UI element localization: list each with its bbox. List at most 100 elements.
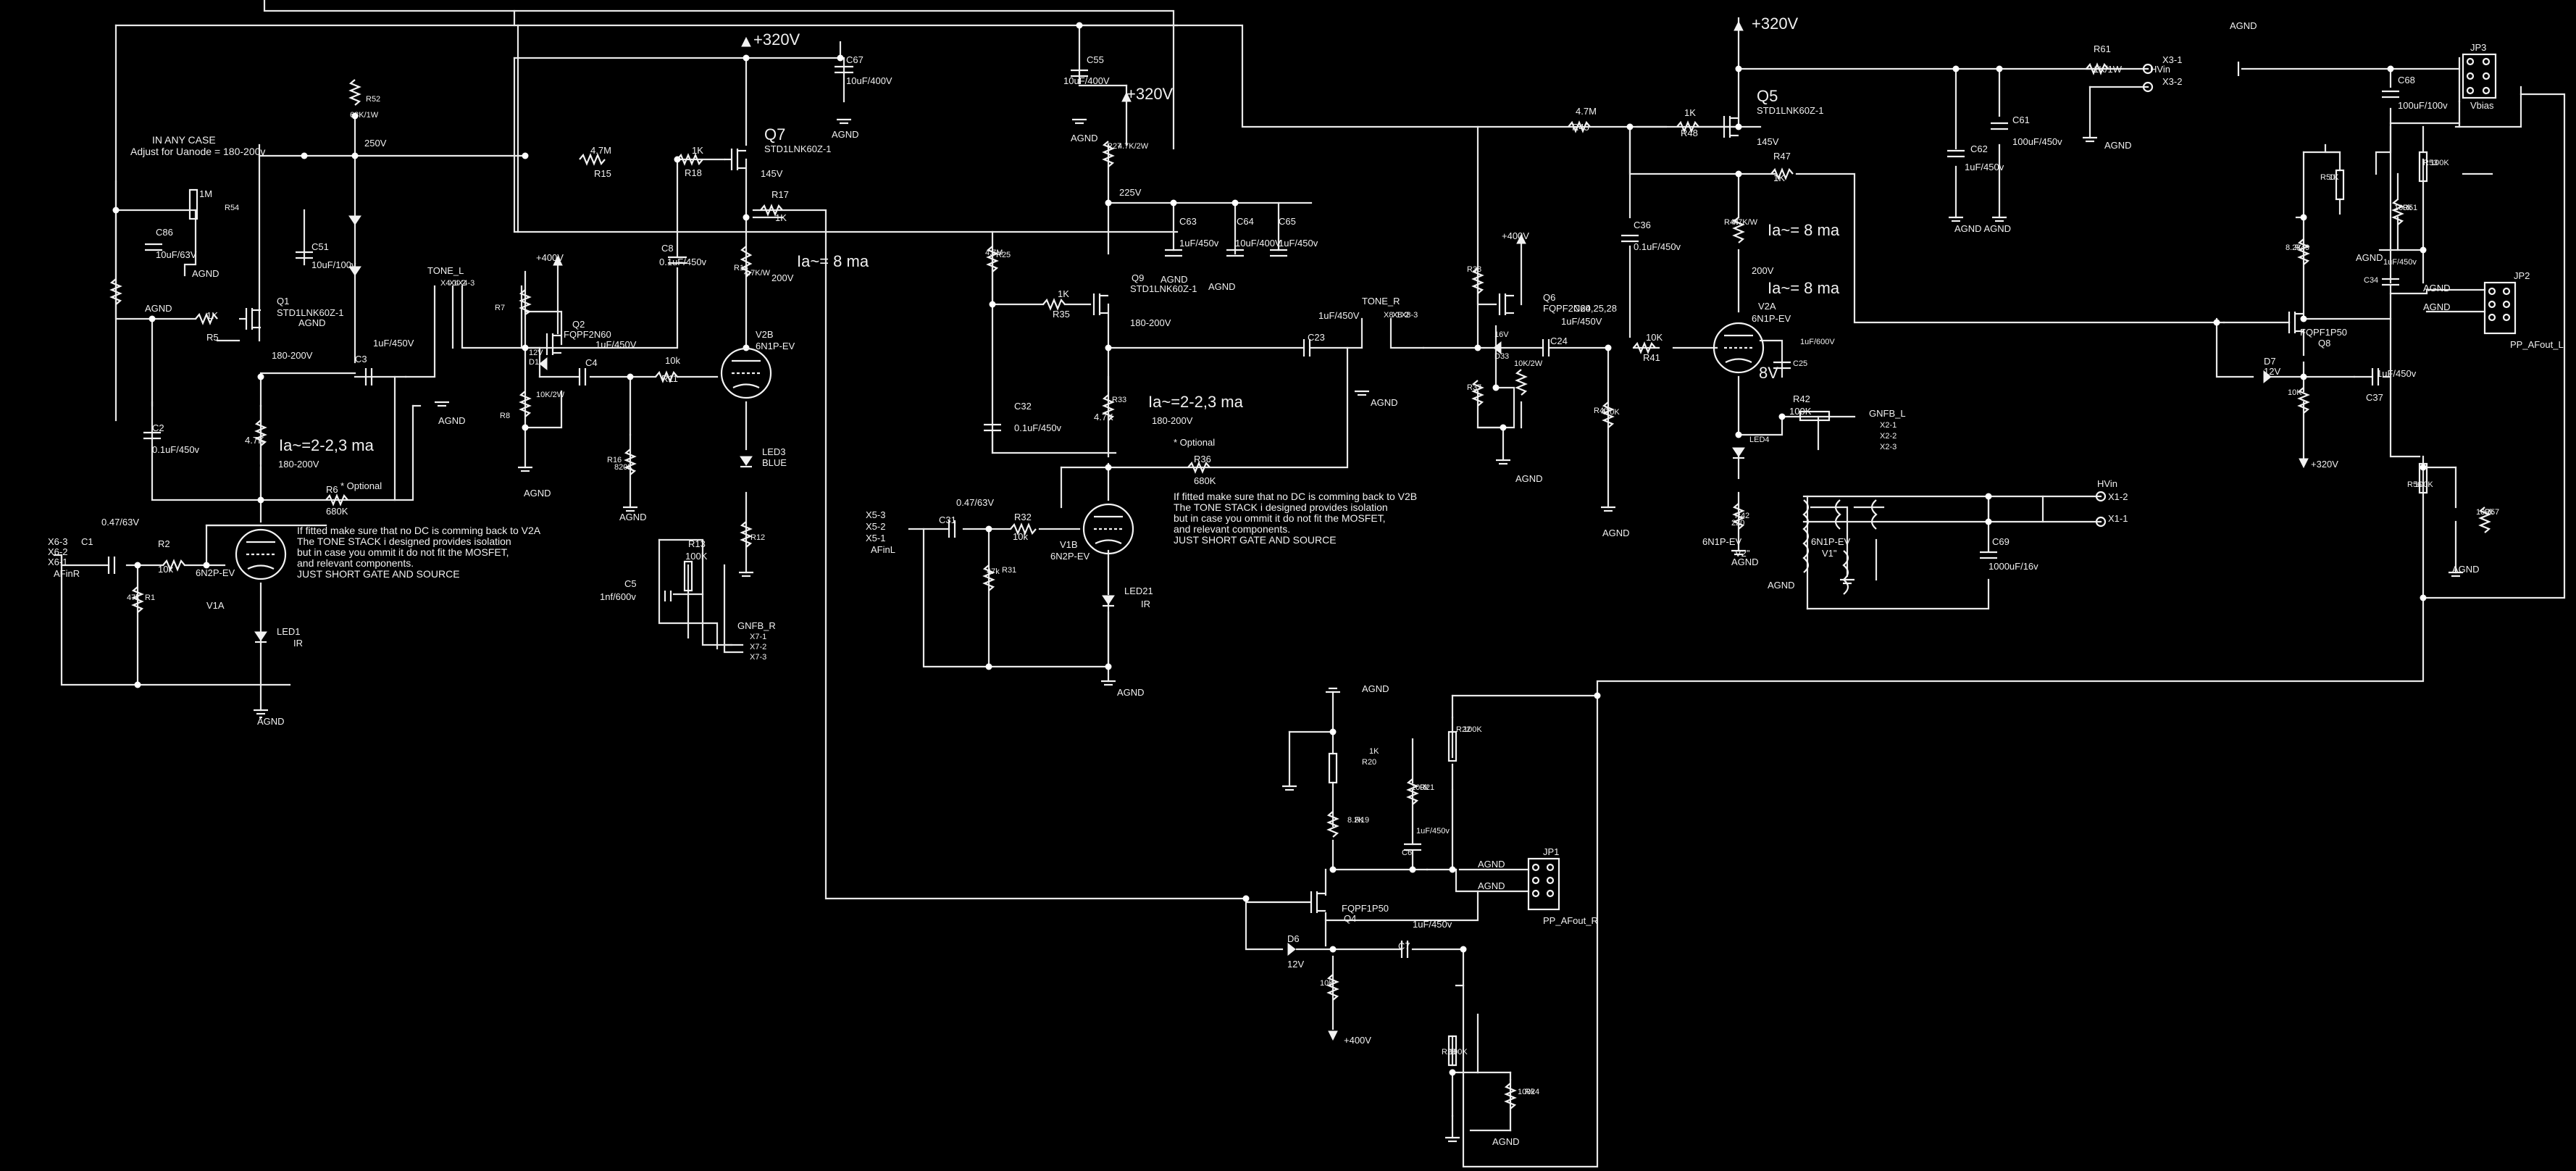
component-label: LED21 bbox=[1124, 586, 1153, 596]
pot-r13 bbox=[683, 560, 693, 592]
component-label: Vbias bbox=[2470, 100, 2494, 111]
mosfet-note-v2b: If fitted make sure that no DC is commin… bbox=[1174, 491, 1417, 546]
component-label: AGND bbox=[298, 317, 326, 328]
resistor-r15 bbox=[579, 153, 606, 166]
ground-icon bbox=[739, 571, 753, 578]
component-label: X6-1 bbox=[48, 557, 67, 567]
component-label: 1K bbox=[2329, 173, 2339, 182]
component-label: BLUE bbox=[762, 457, 787, 468]
component-label: AGND bbox=[257, 716, 285, 727]
component-label: AGND bbox=[1478, 859, 1505, 870]
component-label: R19 bbox=[1355, 816, 1369, 825]
component-label: AGND bbox=[619, 512, 647, 522]
component-label: C23 bbox=[1308, 332, 1325, 343]
mosfet-q8 bbox=[2288, 312, 2304, 333]
ground-icon bbox=[1282, 785, 1297, 791]
ground-icon bbox=[1326, 687, 1340, 693]
component-label: R54 bbox=[225, 204, 239, 212]
component-label: AGND bbox=[1768, 580, 1795, 591]
component-label: AGND bbox=[1362, 683, 1389, 694]
zener-d6 bbox=[1287, 942, 1296, 957]
component-label: IR bbox=[1141, 599, 1150, 609]
component-label: C4 bbox=[585, 357, 598, 368]
component-label: AGND AGND bbox=[1954, 223, 2011, 234]
component-label: FQPF1P50 bbox=[1342, 903, 1389, 914]
component-label: R24 bbox=[1525, 1088, 1539, 1096]
component-label: FQPF2N60 bbox=[1543, 303, 1591, 314]
tube-v2a bbox=[1713, 322, 1765, 374]
component-label: 10K/2W bbox=[536, 391, 565, 399]
resistor-r14 bbox=[740, 246, 753, 278]
resistor-r33 bbox=[1102, 394, 1115, 421]
component-label: R18 bbox=[685, 167, 702, 178]
component-label: FQPF1P50 bbox=[2300, 327, 2347, 338]
component-label: 680K bbox=[1194, 475, 1216, 486]
component-label: C86 bbox=[156, 227, 173, 238]
ground-icon bbox=[1496, 459, 1510, 465]
component-label: 47k bbox=[127, 593, 140, 602]
component-label: 4.7M bbox=[590, 145, 611, 156]
resistor-r16 bbox=[624, 449, 637, 475]
component-label: X8-1 bbox=[1384, 311, 1400, 320]
component-label: AGND bbox=[1602, 528, 1630, 538]
component-label: STD1LNK60Z-1 bbox=[277, 307, 343, 318]
resistor-r-10k-r bbox=[1326, 974, 1339, 1001]
capacitors bbox=[107, 65, 2399, 958]
zener-d1 bbox=[539, 357, 548, 371]
cap-c62 bbox=[1947, 149, 1965, 158]
component-label: TONE_R bbox=[1362, 296, 1400, 307]
svg-text:JUST SHORT GATE AND SOURCE: JUST SHORT GATE AND SOURCE bbox=[297, 568, 460, 580]
component-label: R21 bbox=[1420, 783, 1434, 792]
terminal-x1-1 bbox=[2095, 516, 2107, 528]
component-label: V1A bbox=[206, 600, 225, 611]
component-label: FQPF2N60 bbox=[564, 329, 611, 340]
component-label: AGND bbox=[1515, 473, 1543, 484]
component-label: 8.2K bbox=[2286, 243, 2302, 252]
component-label: GNFB_L bbox=[1869, 408, 1906, 419]
vcc-arrow-icon bbox=[553, 255, 563, 266]
wires bbox=[53, 0, 2566, 1168]
component-label: R12 bbox=[750, 533, 765, 542]
resistor-r37 bbox=[1471, 380, 1484, 407]
component-label: STD1LNK60Z-1 bbox=[764, 143, 831, 154]
cap-c55 bbox=[1071, 69, 1088, 78]
cap-c2 bbox=[143, 431, 161, 440]
component-label: C51 bbox=[311, 241, 329, 252]
component-label: R41 bbox=[1643, 352, 1660, 363]
component-label: X7-1 bbox=[750, 633, 766, 641]
component-label: 4.7M bbox=[1576, 106, 1597, 117]
component-label: V2" bbox=[1735, 548, 1750, 559]
resistor-r11 bbox=[655, 370, 678, 383]
ground-icon bbox=[1101, 680, 1116, 686]
component-label: 12V bbox=[2264, 366, 2280, 377]
component-label: X2-1 bbox=[1880, 421, 1897, 430]
connectors bbox=[1527, 53, 2517, 911]
vcc-arrow-icon bbox=[1121, 91, 1132, 102]
component-label: AGND bbox=[192, 268, 219, 279]
component-label: AGND bbox=[145, 303, 172, 314]
component-label: C3 bbox=[355, 354, 367, 364]
component-label: 100K bbox=[1463, 725, 1482, 734]
ia-annotation-v1b: Ia~=2-2,3 ma bbox=[1148, 393, 1244, 411]
component-label: C37 bbox=[2366, 392, 2383, 403]
component-label: Q8 bbox=[2318, 338, 2330, 349]
ground-icon bbox=[1949, 216, 1963, 222]
component-label: 47k bbox=[987, 567, 1000, 576]
component-label: C55 bbox=[1087, 54, 1104, 65]
zener-d2 bbox=[348, 215, 361, 225]
component-label: 470K bbox=[1601, 408, 1620, 417]
component-label: IR bbox=[293, 638, 303, 649]
terminal-x3-2 bbox=[2142, 81, 2154, 93]
component-label: X5-1 bbox=[866, 533, 885, 543]
cap-c61 bbox=[1991, 122, 2008, 130]
svg-text:If fitted make sure that no DC: If fitted make sure that no DC is commin… bbox=[1174, 491, 1417, 502]
component-label: 6N1P-EV bbox=[1702, 536, 1742, 547]
component-label: R7 bbox=[495, 304, 505, 312]
component-label: V2B bbox=[756, 329, 774, 340]
component-label: R16 bbox=[607, 456, 622, 464]
heater-v2b bbox=[1834, 499, 1841, 530]
component-label: 1K bbox=[775, 212, 787, 223]
component-label: V1B bbox=[1060, 539, 1078, 550]
component-label: 220 bbox=[1731, 519, 1744, 528]
component-label: 4.7K bbox=[1094, 412, 1113, 422]
